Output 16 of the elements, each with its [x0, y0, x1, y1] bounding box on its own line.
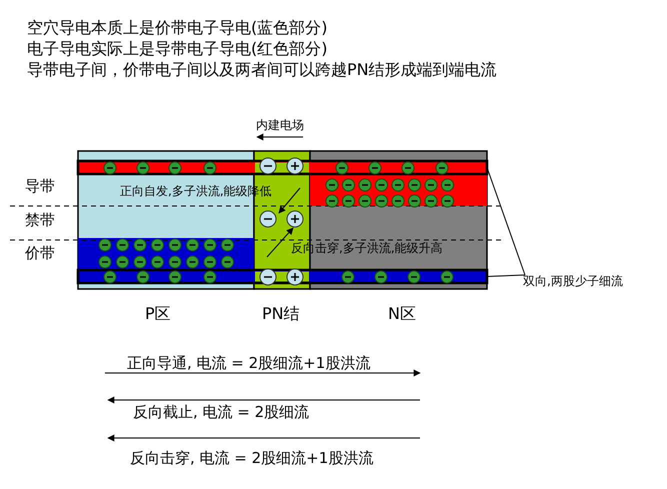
region-label: P区 [145, 305, 171, 324]
region-label: N区 [388, 305, 416, 324]
heading-text: 电子导电实际上是导带电子导电(红色部分) [27, 40, 328, 58]
current-label: 正向导通, 电流 = 2股细流+1股洪流 [127, 355, 370, 372]
heading-text: 导带电子间，价带电子间以及两者间可以跨越PN结形成端到端电流 [27, 61, 497, 80]
heading-text: 空穴导电本质上是价带电子导电(蓝色部分) [27, 19, 328, 38]
current-label: 反向截止, 电流 = 2股细流 [133, 404, 310, 422]
callout-text: 双向,两股少子细流 [523, 275, 623, 289]
current-label: 反向击穿, 电流 = 2股细流+1股洪流 [130, 450, 374, 468]
leader-line [486, 274, 526, 277]
band-label: 导带 [25, 178, 55, 196]
band-label: 禁带 [25, 212, 55, 230]
leader-line [486, 167, 526, 276]
region-label: PN结 [262, 305, 300, 324]
band-label: 价带 [25, 245, 55, 262]
field-label: 内建电场 [256, 119, 304, 133]
